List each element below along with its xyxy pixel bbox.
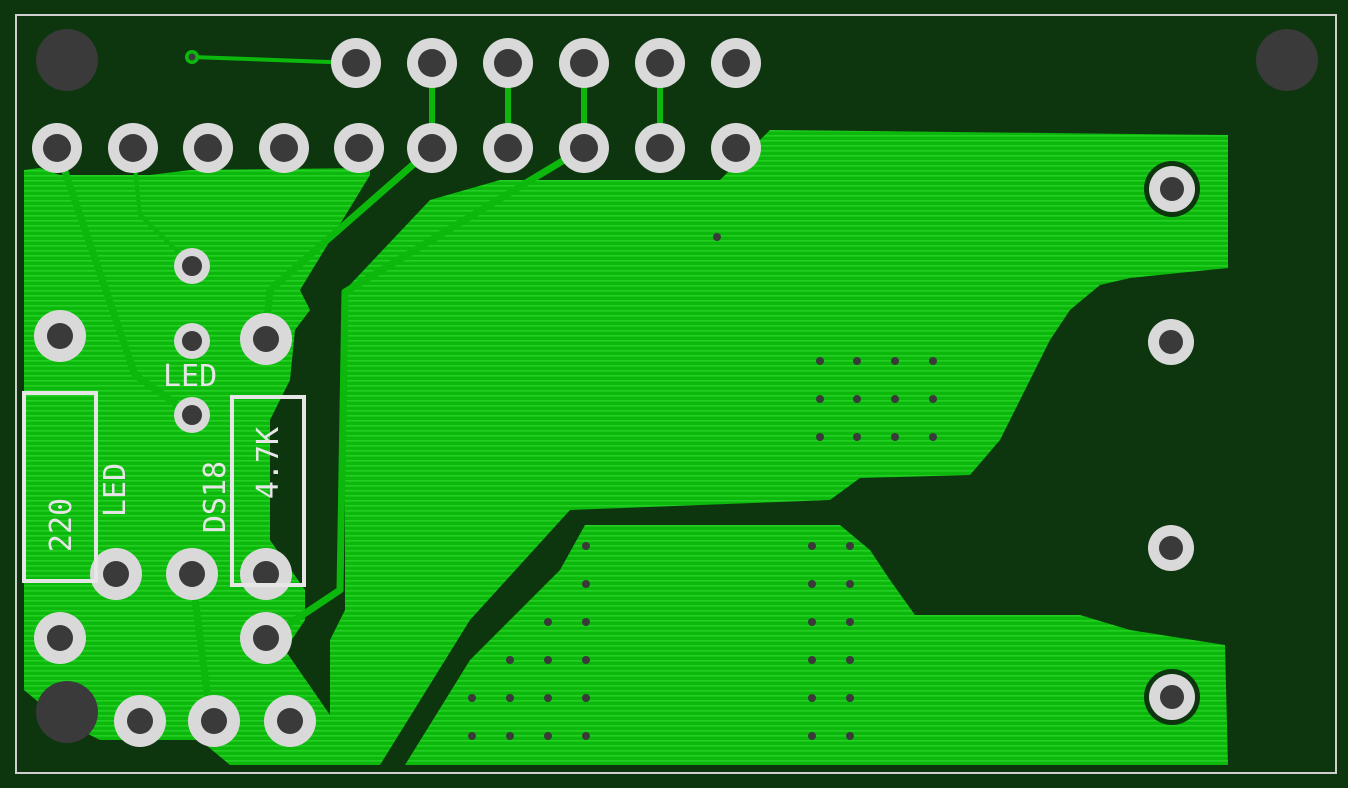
header-top-row	[331, 38, 761, 88]
pad-header-row2-6	[407, 123, 457, 173]
pad-header-row2-5	[334, 123, 384, 173]
pad-220-bottom	[90, 548, 142, 600]
pad-header-top-3	[483, 38, 533, 88]
pad-terminal-2	[1148, 319, 1194, 365]
stitching-vias	[468, 357, 937, 740]
pad-terminal-1	[1144, 161, 1200, 217]
resistor-220-outline	[22, 391, 98, 583]
pad-header-row2-4	[259, 123, 309, 173]
pad-header-row2-3	[183, 123, 233, 173]
small-vias	[174, 50, 721, 433]
pad-header-row2-8	[559, 123, 609, 173]
mounting-holes	[36, 29, 1318, 743]
pad-terminal-3	[1148, 525, 1194, 571]
label-led-top: LED	[163, 359, 217, 394]
pad-header-top-4	[559, 38, 609, 88]
pad-header-top-2	[407, 38, 457, 88]
mounting-hole-top-right	[1256, 29, 1318, 91]
pad-header-top-6	[711, 38, 761, 88]
resistor-4k7-outline	[230, 395, 306, 587]
pad-header-row2-9	[635, 123, 685, 173]
mounting-hole-top-left	[36, 29, 98, 91]
copper-pours	[24, 130, 1228, 765]
pad-bottom-2	[188, 695, 240, 747]
pad-ds18	[166, 548, 218, 600]
pad-header-row2-1	[32, 123, 82, 173]
label-220: 220	[44, 498, 79, 552]
copper-pour-main	[300, 130, 1228, 765]
header-second-row	[32, 123, 761, 173]
label-led-side: LED	[98, 463, 133, 517]
pad-led-side-top	[34, 310, 86, 362]
pad-header-top-5	[635, 38, 685, 88]
pad-led-side-bottom	[34, 612, 86, 664]
trace-top-left	[190, 55, 358, 65]
terminal-pads	[1144, 161, 1200, 725]
pad-header-row2-7	[483, 123, 533, 173]
label-4k7: 4.7K	[251, 427, 286, 499]
component-pads	[34, 310, 316, 747]
pad-bottom-1	[114, 695, 166, 747]
pad-header-top-1	[331, 38, 381, 88]
copper-pour-left	[24, 168, 370, 765]
trace-hdr-to-4k7	[261, 144, 588, 644]
pad-4k7-lower	[240, 612, 292, 664]
pad-header-row2-2	[108, 123, 158, 173]
pad-bottom-3	[264, 695, 316, 747]
silkscreen-outlines	[22, 391, 306, 587]
pad-4k7-bottom	[240, 548, 292, 600]
board-outline	[15, 14, 1337, 774]
trace-led-to-header	[53, 144, 196, 419]
pad-header-row2-10	[711, 123, 761, 173]
pad-terminal-4	[1144, 669, 1200, 725]
label-ds18: DS18	[198, 461, 233, 533]
pad-4k7-top	[240, 313, 292, 365]
copper-pour-lower	[405, 525, 1228, 765]
mounting-hole-bottom-left	[36, 681, 98, 743]
